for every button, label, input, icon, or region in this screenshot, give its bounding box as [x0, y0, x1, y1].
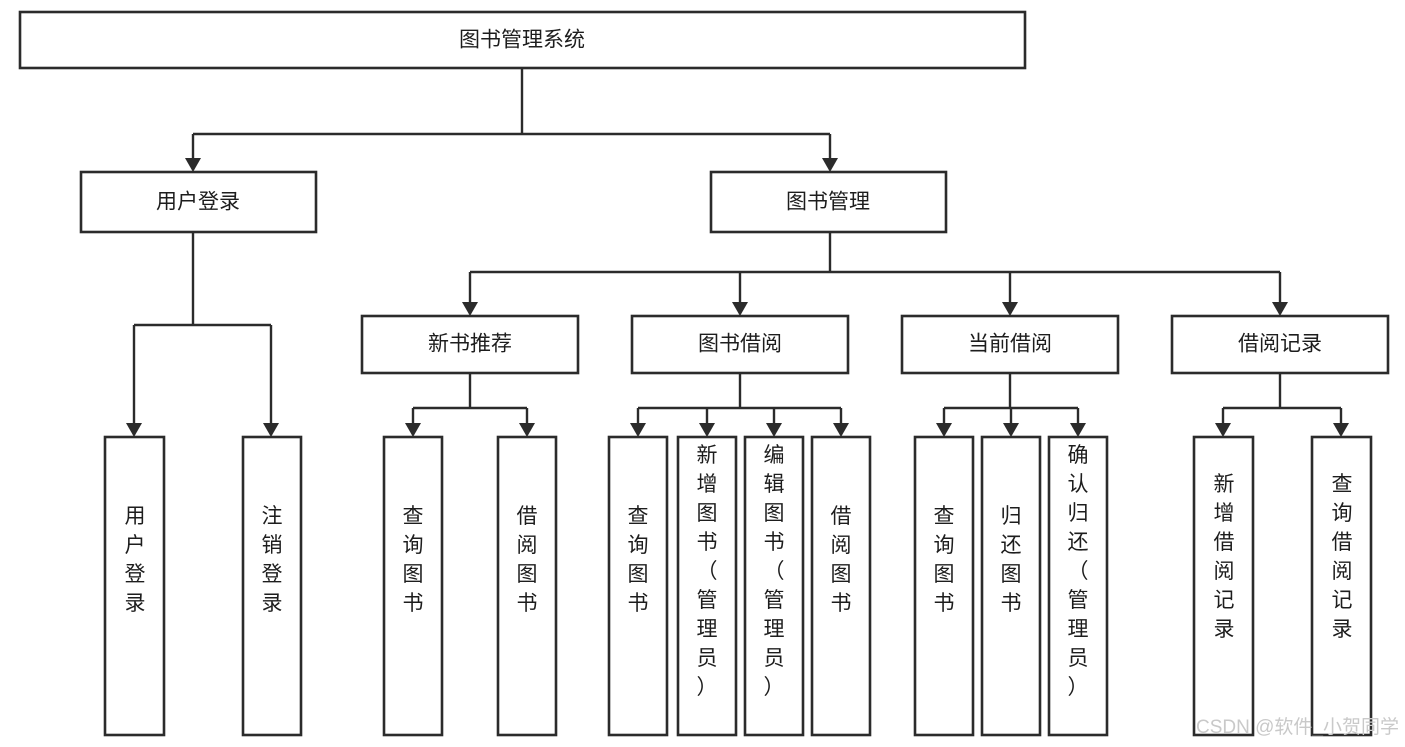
node-new-book-rec-box[interactable]	[360, 314, 580, 375]
node-leaf-confirm-return-box[interactable]	[1047, 435, 1109, 737]
node-leaf-query-book-3-box[interactable]	[913, 435, 975, 737]
node-leaf-add-book[interactable]: 新增图书（管理员）	[676, 435, 738, 737]
node-current-borrow-label: 当前借阅	[968, 333, 1052, 356]
node-leaf-add-book-box[interactable]	[676, 435, 738, 737]
node-root[interactable]: 图书管理系统	[18, 10, 1027, 70]
arrowhead-leaf-add-book	[699, 423, 715, 437]
node-leaf-return-book-label: 归还图书	[1001, 505, 1022, 615]
node-leaf-borrow-book-2-box[interactable]	[810, 435, 872, 737]
node-book-manage-label: 图书管理	[786, 191, 870, 214]
node-leaf-confirm-return[interactable]: 确认归还（管理员）	[1047, 435, 1109, 737]
node-book-borrow-label: 图书借阅	[698, 333, 782, 356]
node-user-login[interactable]: 用户登录	[79, 170, 318, 234]
arrowhead-leaf-edit-book	[766, 423, 782, 437]
node-leaf-query-record-box[interactable]	[1310, 435, 1373, 737]
arrowhead-book-manage	[822, 158, 838, 172]
arrowhead-new-book-rec	[462, 302, 478, 316]
arrowhead-leaf-query-record	[1333, 423, 1349, 437]
node-leaf-query-book-3[interactable]: 查询图书	[913, 435, 975, 737]
node-leaf-query-book-3-label: 查询图书	[934, 505, 955, 615]
node-leaf-add-record-box[interactable]	[1192, 435, 1255, 737]
arrowhead-leaf-confirm-return	[1070, 423, 1086, 437]
node-leaf-borrow-book-2[interactable]: 借阅图书	[810, 435, 872, 737]
node-leaf-user-login[interactable]: 用户登录	[103, 435, 166, 737]
node-leaf-logout-login-label: 注销登录	[262, 505, 283, 615]
node-leaf-logout-login[interactable]: 注销登录	[241, 435, 303, 737]
node-leaf-add-record-label: 新增借阅记录	[1214, 473, 1235, 641]
node-root-label: 图书管理系统	[459, 29, 585, 52]
node-leaf-query-book-2-label: 查询图书	[628, 505, 649, 615]
arrowhead-leaf-user-login	[126, 423, 142, 437]
arrowhead-leaf-borrow-book-1	[519, 423, 535, 437]
node-leaf-query-book-2[interactable]: 查询图书	[607, 435, 669, 737]
node-book-borrow[interactable]: 图书借阅	[630, 314, 850, 375]
arrowhead-leaf-borrow-book-2	[833, 423, 849, 437]
node-leaf-borrow-book-1-label: 借阅图书	[517, 505, 538, 615]
node-root-box[interactable]	[18, 10, 1027, 70]
node-leaf-query-book-1[interactable]: 查询图书	[382, 435, 444, 737]
node-leaf-borrow-book-2-label: 借阅图书	[831, 505, 852, 615]
node-borrow-record-label: 借阅记录	[1238, 333, 1322, 356]
node-user-login-label: 用户登录	[156, 191, 240, 214]
node-leaf-borrow-book-1[interactable]: 借阅图书	[496, 435, 558, 737]
arrowhead-leaf-query-book-3	[936, 423, 952, 437]
node-leaf-borrow-book-1-box[interactable]	[496, 435, 558, 737]
node-leaf-edit-book-label: 编辑图书（管理员）	[764, 444, 785, 699]
node-current-borrow[interactable]: 当前借阅	[900, 314, 1120, 375]
csdn-watermark: CSDN @软件_小贺同学	[1196, 716, 1399, 738]
arrowhead-leaf-query-book-1	[405, 423, 421, 437]
node-leaf-edit-book[interactable]: 编辑图书（管理员）	[743, 435, 805, 737]
arrowhead-user-login	[185, 158, 201, 172]
node-leaf-user-login-label: 用户登录	[125, 505, 146, 615]
node-borrow-record-box[interactable]	[1170, 314, 1390, 375]
node-leaf-query-record-label: 查询借阅记录	[1332, 473, 1353, 641]
node-leaf-return-book-box[interactable]	[980, 435, 1042, 737]
node-leaf-add-book-label: 新增图书（管理员）	[697, 444, 718, 699]
node-leaf-query-book-2-box[interactable]	[607, 435, 669, 737]
node-new-book-rec[interactable]: 新书推荐	[360, 314, 580, 375]
arrowhead-leaf-query-book-2	[630, 423, 646, 437]
node-user-login-box[interactable]	[79, 170, 318, 234]
arrowhead-leaf-return-book	[1003, 423, 1019, 437]
arrowhead-current-borrow	[1002, 302, 1018, 316]
node-leaf-add-record[interactable]: 新增借阅记录	[1192, 435, 1255, 737]
node-leaf-edit-book-box[interactable]	[743, 435, 805, 737]
node-leaf-user-login-box[interactable]	[103, 435, 166, 737]
node-leaf-query-book-1-box[interactable]	[382, 435, 444, 737]
arrowhead-leaf-add-record	[1215, 423, 1231, 437]
node-leaf-query-book-1-label: 查询图书	[403, 505, 424, 615]
connector-layer	[126, 68, 1349, 437]
node-new-book-rec-label: 新书推荐	[428, 333, 512, 356]
node-borrow-record[interactable]: 借阅记录	[1170, 314, 1390, 375]
arrowhead-leaf-logout-login	[263, 423, 279, 437]
node-current-borrow-box[interactable]	[900, 314, 1120, 375]
node-leaf-query-record[interactable]: 查询借阅记录	[1310, 435, 1373, 737]
node-leaf-confirm-return-label: 确认归还（管理员）	[1068, 444, 1089, 699]
node-leaf-return-book[interactable]: 归还图书	[980, 435, 1042, 737]
node-book-manage[interactable]: 图书管理	[709, 170, 948, 234]
arrowhead-book-borrow	[732, 302, 748, 316]
node-book-manage-box[interactable]	[709, 170, 948, 234]
node-leaf-logout-login-box[interactable]	[241, 435, 303, 737]
arrowhead-borrow-record	[1272, 302, 1288, 316]
node-book-borrow-box[interactable]	[630, 314, 850, 375]
